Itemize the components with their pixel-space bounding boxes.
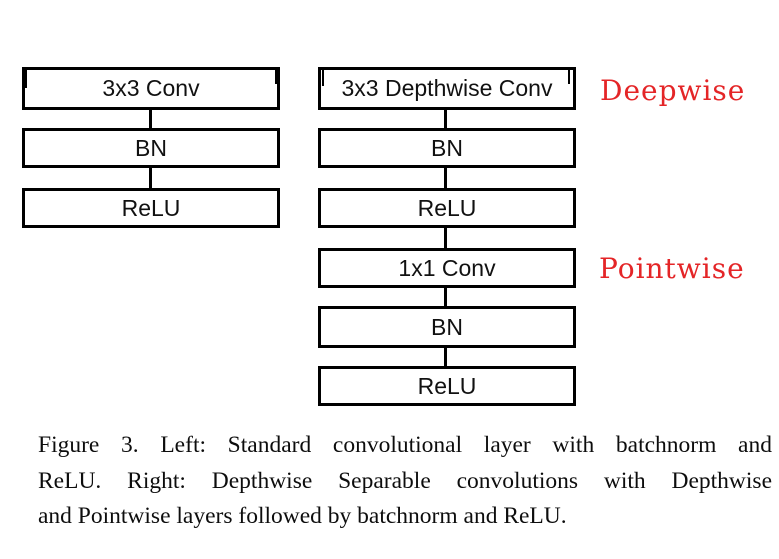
box-label: ReLU <box>417 194 477 221</box>
box-left-3x3-conv: 3x3 Conv <box>22 67 280 110</box>
connector-line <box>444 286 447 308</box>
box-right-1x1-conv: 1x1 Conv <box>318 248 576 288</box>
box-label: BN <box>135 134 167 161</box>
box-right-bn-1: BN <box>318 128 576 168</box>
box-right-3x3-depthwise-conv: 3x3 Depthwise Conv <box>318 67 576 110</box>
corner-artifact <box>568 70 570 84</box>
box-left-bn: BN <box>22 128 280 168</box>
box-label: ReLU <box>417 372 477 399</box>
box-label: ReLU <box>121 194 181 221</box>
connector-line <box>444 346 447 368</box>
caption-line-1: Figure 3. Left: Standard convolutional l… <box>38 432 772 458</box>
connector-line <box>444 166 447 190</box>
connector-line <box>444 226 447 250</box>
box-label: 3x3 Depthwise Conv <box>341 75 553 101</box>
connector-line <box>149 166 152 190</box>
box-right-bn-2: BN <box>318 306 576 348</box>
box-label: BN <box>431 134 463 161</box>
connector-line <box>444 108 447 130</box>
figure-caption: Figure 3. Left: Standard convolutional l… <box>38 428 772 535</box>
depthwise-annotation: Deepwise <box>600 74 746 107</box>
pointwise-annotation: Pointwise <box>599 252 745 285</box>
box-right-relu-1: ReLU <box>318 188 576 228</box>
box-left-relu: ReLU <box>22 188 280 228</box>
caption-line-2: ReLU. Right: Depthwise Separable convolu… <box>38 467 772 494</box>
box-label: 3x3 Conv <box>102 75 200 101</box>
corner-artifact <box>25 69 27 88</box>
box-label: 1x1 Conv <box>398 254 496 281</box>
box-label: BN <box>431 313 463 340</box>
corner-artifact <box>275 69 277 84</box>
caption-line-3: and Pointwise layers followed by batchno… <box>38 503 567 529</box>
corner-artifact <box>322 69 324 86</box>
box-right-relu-2: ReLU <box>318 366 576 406</box>
connector-line <box>149 108 152 130</box>
